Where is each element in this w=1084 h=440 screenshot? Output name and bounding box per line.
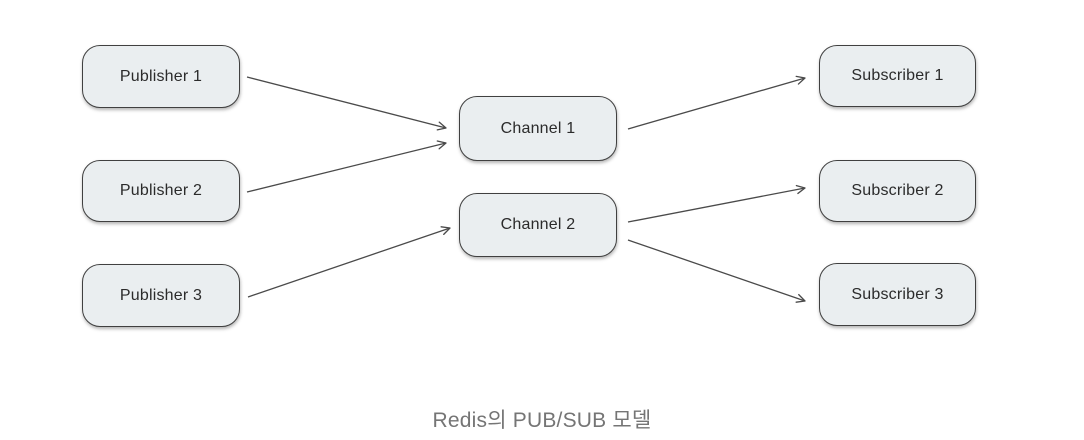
edge-publisher1-channel1 bbox=[246, 76, 447, 131]
node-publisher-3: Publisher 3 bbox=[82, 264, 240, 327]
node-label: Subscriber 3 bbox=[851, 285, 944, 303]
edge-channel2-subscriber2 bbox=[627, 184, 806, 223]
node-label: Subscriber 1 bbox=[851, 67, 944, 84]
edge-publisher3-channel2 bbox=[247, 226, 451, 298]
node-publisher-2: Publisher 2 bbox=[82, 160, 240, 222]
node-label: Channel 2 bbox=[500, 216, 576, 233]
diagram-caption: Redis의 PUB/SUB 모델 bbox=[432, 409, 652, 432]
node-channel-1: Channel 1 bbox=[459, 96, 617, 161]
node-subscriber-2: Subscriber 2 bbox=[819, 160, 976, 222]
edge-channel2-subscriber3 bbox=[627, 239, 806, 303]
edge-channel1-subscriber1 bbox=[627, 75, 806, 130]
node-subscriber-1: Subscriber 1 bbox=[819, 45, 976, 107]
node-publisher-1: Publisher 1 bbox=[82, 45, 240, 108]
node-label: Publisher 3 bbox=[119, 286, 203, 304]
node-label: Publisher 1 bbox=[119, 67, 203, 85]
node-channel-2: Channel 2 bbox=[459, 193, 617, 257]
node-subscriber-3: Subscriber 3 bbox=[819, 263, 976, 326]
node-label: Channel 1 bbox=[500, 119, 576, 137]
node-label: Publisher 2 bbox=[119, 182, 203, 199]
edge-publisher2-channel1 bbox=[246, 140, 447, 193]
node-label: Subscriber 2 bbox=[851, 182, 944, 199]
